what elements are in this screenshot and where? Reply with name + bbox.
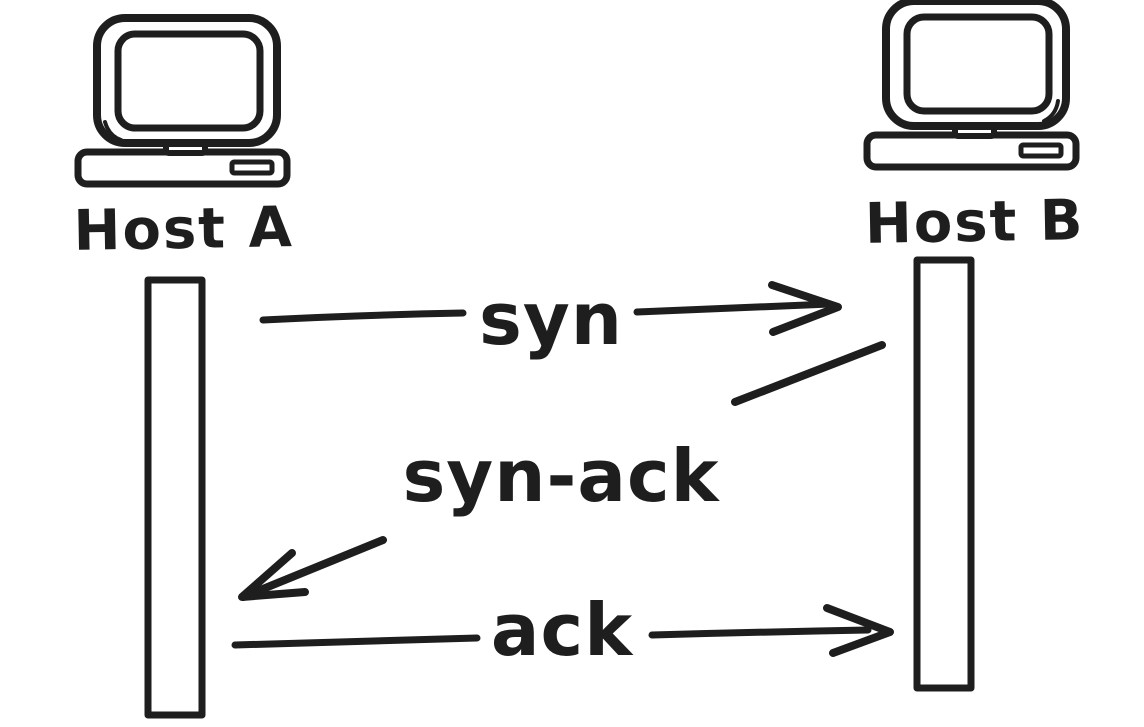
lifeline-host-a [144, 276, 206, 719]
actor-label-host-a: Host A [73, 195, 294, 264]
computer-screen [114, 30, 264, 132]
arrow-shaft [648, 626, 872, 639]
arrow-shaft [259, 309, 467, 324]
arrowhead-right-icon [768, 281, 842, 336]
message-arrow-ack: ack [231, 588, 894, 672]
lifeline-host-b [913, 256, 975, 692]
arrow-shaft [731, 341, 886, 406]
message-label-syn-ack: syn-ack [402, 434, 720, 518]
computer-screen [903, 13, 1053, 115]
actor-label-host-b: Host B [864, 188, 1085, 257]
arrow-shaft [239, 536, 387, 601]
computer-icon [863, 0, 1080, 171]
computer-icon [74, 14, 291, 188]
sketch-stroke [103, 120, 123, 142]
computer-slot [229, 159, 275, 176]
message-label-syn: syn [479, 277, 623, 361]
arrow-shaft [231, 634, 481, 649]
arrowhead-right-icon [823, 604, 894, 657]
message-arrow-syn-ack: syn-ack [238, 341, 886, 601]
arrow-shaft [633, 300, 834, 316]
sketch-stroke [1042, 99, 1060, 123]
computer-slot [1018, 142, 1064, 159]
message-arrow-syn: syn [259, 277, 842, 361]
message-label-ack: ack [491, 588, 634, 672]
arrowhead-left-icon [238, 549, 309, 601]
